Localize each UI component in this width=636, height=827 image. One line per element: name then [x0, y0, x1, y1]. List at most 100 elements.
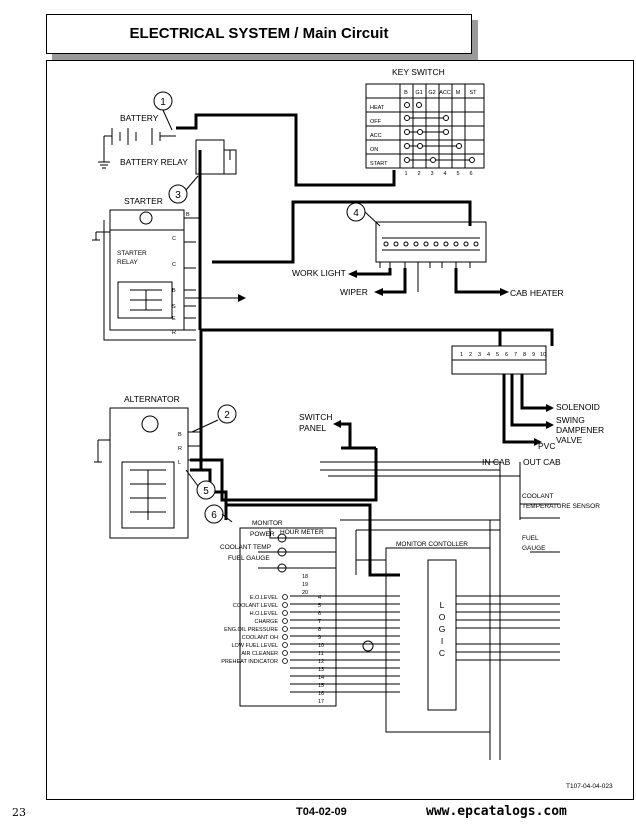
website-watermark: www.epcatalogs.com [426, 804, 567, 819]
monitor-item-labels: E.O.LEVEL COOLANT LEVEL H.O.LEVEL CHARGE… [221, 595, 278, 665]
callout-3-circle [168, 184, 188, 204]
hour-meter-label: HOUR METER [280, 529, 324, 536]
starter-relay-pins [184, 217, 200, 331]
monitor-pin-7: 7 [318, 619, 321, 625]
ks-col-m: M [456, 90, 461, 96]
monitor-pin-11: 11 [318, 651, 324, 657]
power-lamp [277, 533, 287, 543]
wiper-label: WIPER [340, 287, 368, 297]
power-line-alt [190, 330, 203, 472]
callout-6-leader [221, 513, 233, 523]
ks-col-acc: ACC [439, 90, 451, 96]
power-label: POWER [250, 531, 275, 538]
sensor-leads [520, 503, 560, 553]
ks-col-st: ST [469, 90, 477, 96]
swing-dampener-label-2: DAMPENER [556, 425, 604, 435]
callout-6: 6 [211, 510, 217, 521]
cab-heater-label: CAB HEATER [510, 288, 564, 298]
ks-row-acc: ACC [370, 133, 382, 139]
logic-letter-l: L [440, 600, 445, 610]
pvc-arrow [534, 438, 542, 446]
relay-term-r: R [172, 330, 176, 336]
section-code: T04-02-09 [296, 806, 347, 818]
page-title: ELECTRICAL SYSTEM / Main Circuit [129, 25, 389, 42]
item-ho-level: H.O.LEVEL [250, 611, 278, 617]
starter-relay-circuit [130, 289, 162, 311]
arrowheads [238, 270, 554, 446]
starter-ground-bus [103, 220, 196, 341]
item-coolant-level: COOLANT LEVEL [233, 603, 278, 609]
callout-4-leader [364, 211, 381, 227]
coolant-sensor-label-2: TEMPERATURE SENSOR [522, 503, 600, 510]
callout-5-circle [196, 480, 216, 500]
switch-panel-label-1: SWITCH [299, 412, 333, 422]
harness-pin-2: 2 [469, 352, 472, 358]
battery-cells [111, 128, 161, 145]
ks-row-on: ON [370, 147, 378, 153]
monitor-pin-17: 17 [318, 699, 324, 705]
work-light-label: WORK LIGHT [292, 268, 346, 278]
swing-dampener-label-1: SWING [556, 415, 585, 425]
relay-term-e: E [172, 316, 176, 322]
ks-term-4: 4 [443, 171, 446, 177]
item-eng-oil-pressure: ENG.OIL PRESSURE [224, 627, 278, 633]
buzzer [362, 640, 374, 652]
thin-wiring [92, 83, 560, 760]
harness-pin-5: 5 [496, 352, 499, 358]
relay-term-b2: B [172, 288, 176, 294]
solenoid-arrow [546, 404, 554, 412]
monitor-pin-18: 18 [302, 574, 308, 580]
starter-ground [92, 231, 110, 241]
starter-box [109, 209, 185, 231]
page-number: 23 [12, 806, 26, 819]
alternator-pins [188, 431, 200, 461]
harness-pin-7: 7 [514, 352, 517, 358]
logic-letter-o: O [439, 612, 446, 622]
starter-relay-box [109, 229, 185, 331]
key-switch-rows [366, 97, 484, 155]
harness-pin-1: 1 [460, 352, 463, 358]
starter-motor [139, 211, 153, 225]
swing-dampener-label-3: VALVE [556, 435, 582, 445]
monitor-pin-10: 10 [318, 643, 324, 649]
solenoid-wire [520, 374, 546, 410]
harness-pin-10: 10 [540, 352, 546, 358]
item-coolant-oh: COOLANT OH [242, 635, 278, 641]
battery-relay-diode [224, 149, 237, 175]
ks-term-1: 1 [404, 171, 407, 177]
cab-heater-arrow [500, 288, 509, 296]
alternator-ground [94, 439, 110, 463]
harness-pin-6: 6 [505, 352, 508, 358]
callout-3-leader [185, 175, 199, 191]
alternator-acg [141, 415, 159, 433]
alt-term-l: L [178, 460, 181, 466]
relay-term-b1: B [186, 212, 190, 218]
monitor-pin-6: 6 [318, 611, 321, 617]
alternator-label: ALTERNATOR [124, 394, 180, 404]
wiper-wire [383, 268, 407, 294]
pvc-label: PVC [538, 441, 555, 451]
power-line-relay-keyswitch [176, 113, 396, 187]
fuel-sensor-label-1: FUEL [522, 535, 539, 542]
work-light-arrow [348, 270, 357, 278]
ks-col-g1: G1 [415, 90, 422, 96]
harness-pin-4: 4 [487, 352, 490, 358]
key-switch-label: KEY SWITCH [392, 67, 445, 77]
battery-relay-label: BATTERY RELAY [120, 157, 188, 167]
ks-term-6: 6 [469, 171, 472, 177]
callout-2-leader [191, 419, 219, 433]
starter-relay-inner [117, 281, 173, 319]
key-switch-cols [399, 84, 466, 168]
monitor-pin-8: 8 [318, 627, 321, 633]
callout-2-circle [217, 404, 237, 424]
starter-arrow [238, 294, 246, 302]
monitor-pin-4: 4 [318, 595, 321, 601]
harness-pin-8: 8 [523, 352, 526, 358]
monitor-pin-13: 13 [318, 667, 324, 673]
starter-label: STARTER [124, 196, 163, 206]
relay-term-c2: C [172, 262, 176, 268]
monitor-pin-5: 5 [318, 603, 321, 609]
swing-dampener-wire [510, 374, 546, 427]
